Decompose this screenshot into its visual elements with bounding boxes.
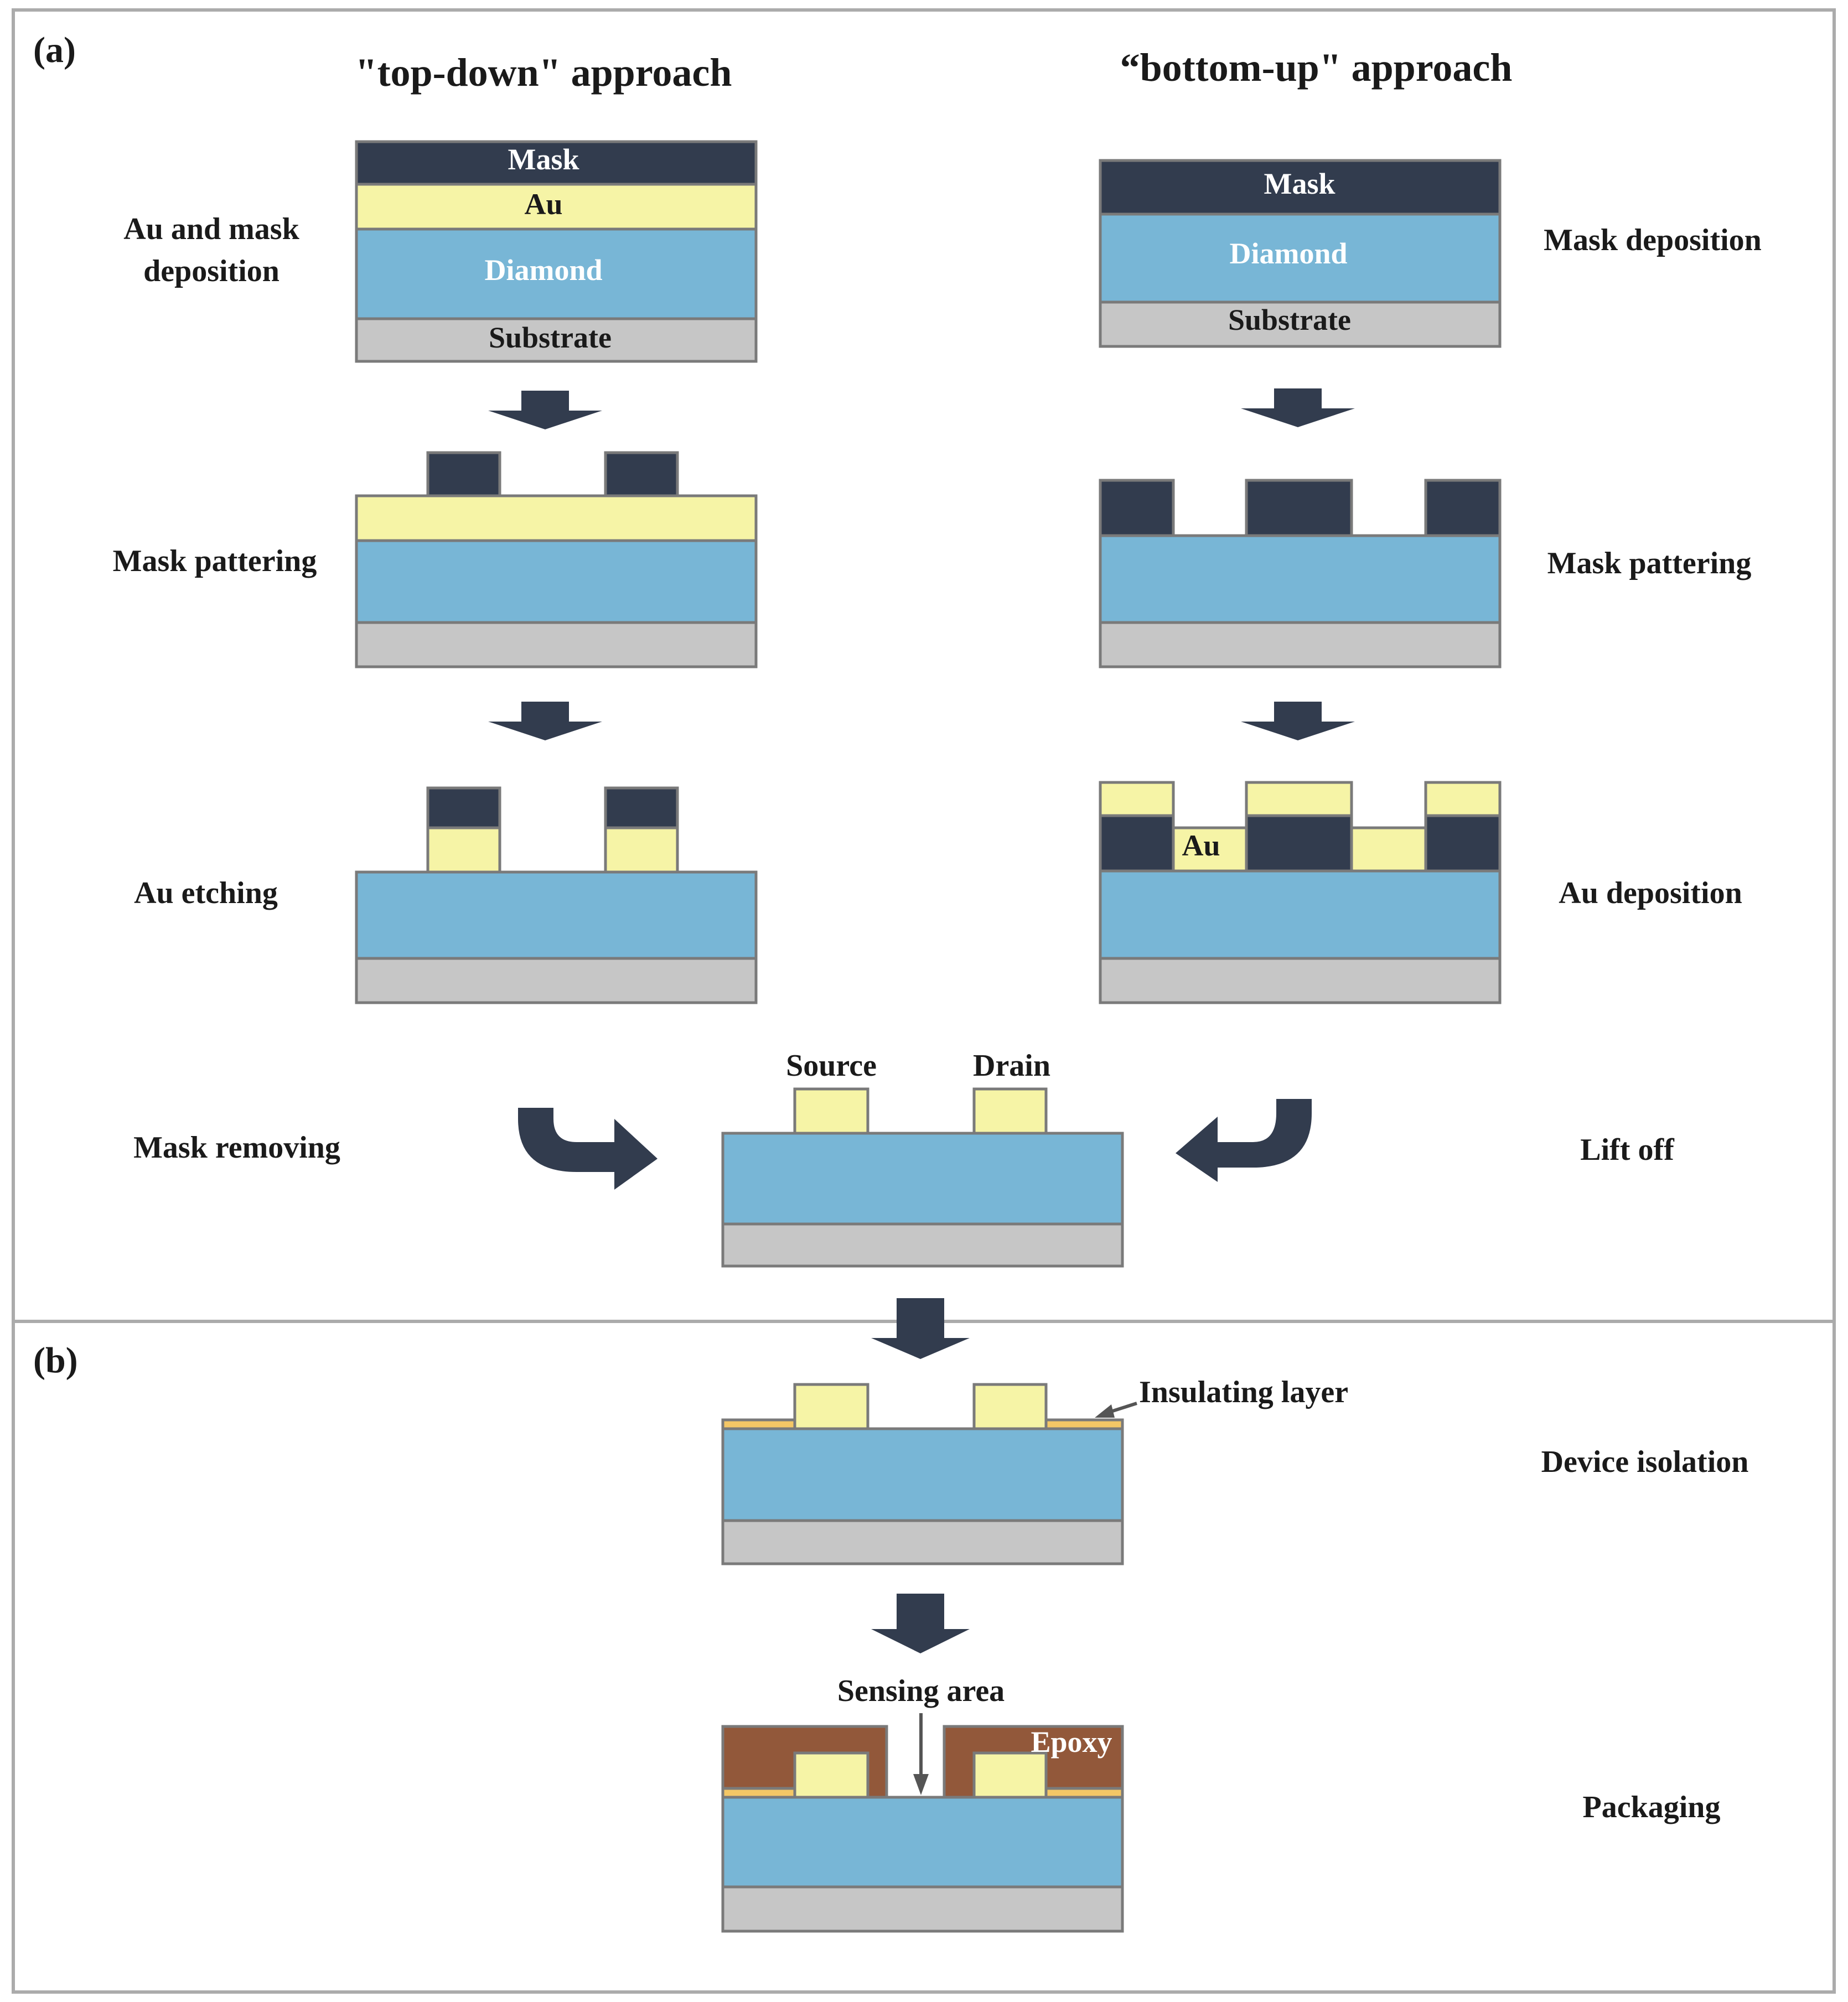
down-arrow bbox=[1241, 702, 1355, 740]
mask-block bbox=[426, 451, 501, 497]
sensing-pointer-head bbox=[913, 1774, 929, 1795]
sensing-area-label: Sensing area bbox=[837, 1674, 1005, 1708]
diamond-layer bbox=[1099, 534, 1502, 624]
substrate-layer bbox=[721, 1885, 1124, 1933]
curved-arrow-right bbox=[518, 1108, 658, 1190]
substrate-layer bbox=[721, 1519, 1124, 1565]
au-block bbox=[1424, 781, 1502, 817]
down-arrow bbox=[871, 1594, 970, 1653]
b-step2-label: Packaging bbox=[1583, 1790, 1721, 1824]
diamond-layer bbox=[1099, 212, 1502, 304]
insulating-layer bbox=[1044, 1787, 1124, 1799]
mask-block bbox=[1245, 479, 1353, 537]
td-step2-stack bbox=[355, 451, 758, 668]
diamond-layer bbox=[721, 1427, 1124, 1522]
down-arrow bbox=[1241, 388, 1355, 427]
substrate-layer bbox=[1099, 621, 1502, 668]
au-layer bbox=[355, 183, 758, 231]
down-arrow bbox=[488, 391, 602, 429]
td-step4-label: Mask removing bbox=[133, 1130, 340, 1165]
substrate-layer bbox=[1099, 300, 1502, 348]
insulating-layer bbox=[721, 1418, 796, 1430]
source-electrode bbox=[793, 1087, 869, 1135]
mask-layer bbox=[1099, 159, 1502, 216]
diamond-layer bbox=[1099, 869, 1502, 960]
mask-layer-label: Mask bbox=[1264, 167, 1335, 200]
bu-step3-label: Au deposition bbox=[1559, 876, 1742, 910]
au-block bbox=[604, 826, 679, 874]
curved-arrow-left bbox=[1176, 1099, 1312, 1182]
diamond-layer bbox=[721, 1132, 1124, 1226]
mask-block bbox=[1099, 479, 1175, 537]
au-block bbox=[1245, 781, 1353, 817]
au-block bbox=[1350, 826, 1427, 873]
substrate-layer bbox=[355, 317, 758, 363]
isolation-stack bbox=[721, 1383, 1124, 1565]
diamond-layer bbox=[355, 539, 758, 624]
mask-block bbox=[1424, 814, 1502, 873]
mask-block bbox=[1424, 479, 1502, 537]
outer-frame bbox=[12, 8, 1836, 1994]
substrate-layer bbox=[355, 621, 758, 668]
bu-step1-label: Mask deposition bbox=[1544, 223, 1762, 257]
au-block bbox=[1099, 781, 1175, 817]
au-layer bbox=[355, 494, 758, 542]
source-electrode bbox=[793, 1751, 869, 1799]
top-down-title: "top-down" approach bbox=[355, 50, 732, 95]
au-block bbox=[426, 826, 501, 874]
diamond-layer bbox=[355, 227, 758, 320]
insulating-layer-label: Insulating layer bbox=[1139, 1375, 1348, 1409]
epoxy-label: Epoxy bbox=[1031, 1725, 1112, 1759]
td-step3-stack bbox=[355, 786, 758, 1004]
diamond-layer-label: Diamond bbox=[484, 253, 602, 287]
mask-layer-label: Mask bbox=[508, 143, 579, 176]
diamond-layer bbox=[721, 1796, 1124, 1889]
bu-step4-label: Lift off bbox=[1580, 1133, 1675, 1167]
bottom-up-title: “bottom-up" approach bbox=[1120, 45, 1513, 90]
bu-step2-stack bbox=[1099, 479, 1502, 668]
td-step1-label: Au and mask bbox=[123, 212, 299, 246]
drain-electrode bbox=[972, 1087, 1048, 1135]
bu-step2-label: Mask pattering bbox=[1547, 546, 1752, 580]
diamond-layer-label: Diamond bbox=[1229, 237, 1347, 270]
b-step1-label: Device isolation bbox=[1541, 1445, 1749, 1479]
au-layer-label: Au bbox=[524, 188, 562, 221]
mask-layer bbox=[355, 140, 758, 186]
mask-block bbox=[426, 786, 501, 829]
substrate-layer-label: Substrate bbox=[489, 321, 612, 354]
bu-step1-stack bbox=[1099, 159, 1502, 348]
mask-block bbox=[604, 786, 679, 829]
insulating-pointer bbox=[1109, 1402, 1137, 1414]
drain-electrode bbox=[972, 1751, 1048, 1799]
final-device-stack bbox=[721, 1087, 1124, 1268]
drain-label: Drain bbox=[973, 1049, 1050, 1083]
source-electrode bbox=[793, 1383, 869, 1430]
td-step3-label: Au etching bbox=[134, 876, 278, 910]
mask-block bbox=[1245, 814, 1353, 873]
mask-block bbox=[604, 451, 679, 497]
substrate-layer bbox=[355, 957, 758, 1004]
source-label: Source bbox=[786, 1049, 877, 1083]
au-layer-label: Au bbox=[1182, 829, 1220, 862]
bu-step3-stack bbox=[1099, 781, 1502, 1004]
substrate-layer bbox=[721, 1222, 1124, 1268]
td-step1-stack bbox=[355, 140, 758, 363]
panel-label-b: (b) bbox=[33, 1340, 78, 1381]
packaging-stack bbox=[721, 1725, 1124, 1933]
insulating-pointer-head bbox=[1095, 1404, 1115, 1418]
diamond-layer bbox=[355, 870, 758, 960]
down-arrow bbox=[871, 1298, 970, 1359]
substrate-layer bbox=[1099, 957, 1502, 1004]
drain-electrode bbox=[972, 1383, 1048, 1430]
td-step2-label: Mask pattering bbox=[113, 544, 317, 578]
td-step1-label-line2: deposition bbox=[143, 254, 279, 288]
panel-label-a: (a) bbox=[33, 30, 76, 70]
insulating-layer bbox=[1044, 1418, 1124, 1430]
substrate-layer-label: Substrate bbox=[1228, 303, 1351, 336]
mask-block bbox=[1099, 814, 1175, 873]
au-block bbox=[1172, 826, 1248, 873]
insulating-layer bbox=[721, 1787, 796, 1799]
down-arrow bbox=[488, 702, 602, 740]
